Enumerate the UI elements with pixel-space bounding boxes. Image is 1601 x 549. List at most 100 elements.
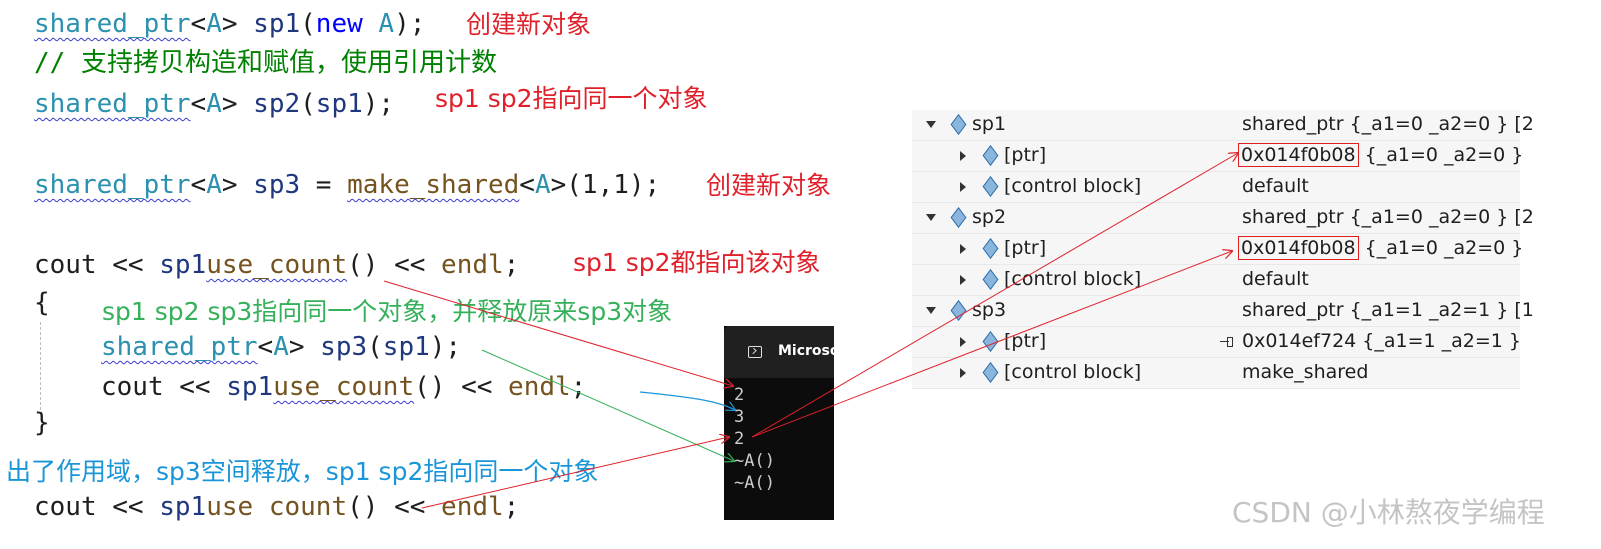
watch-name: [ptr] — [1004, 237, 1047, 259]
code-line-7: shared_ptr<A> sp3(sp1); — [101, 332, 461, 362]
fn-make-shared: make_shared — [347, 170, 520, 200]
watch-name: [control block] — [1004, 175, 1142, 197]
arrow-sp3-to-destructor — [481, 349, 734, 461]
watch-row-sp2[interactable]: sp2 shared_ptr {_a1=0 _a2=0 } [2 — [912, 203, 1534, 234]
type-shared-ptr: shared_ptr — [34, 170, 191, 200]
code-line-4: shared_ptr<A> sp3 = make_shared<A>(1,1); — [34, 170, 660, 200]
annotation-both-point: sp1 sp2都指向该对象 — [573, 248, 821, 277]
angle-close: > — [221, 9, 238, 39]
annotation-sp1-sp2-same: sp1 sp2指向同一个对象 — [435, 84, 708, 113]
watch-value: shared_ptr {_a1=0 _a2=0 } [2 — [1242, 206, 1534, 228]
template-arg: A — [206, 9, 222, 39]
watch-value: shared_ptr {_a1=1 _a2=1 } [1 — [1242, 299, 1534, 321]
stream-op: << — [163, 372, 227, 402]
var-sp1: sp1 — [226, 372, 274, 402]
fn-use-count: use_count — [206, 250, 348, 280]
watch-name: sp3 — [972, 299, 1007, 321]
watermark: CSDN @小林熬夜学编程 — [1232, 496, 1545, 529]
endl: endl — [508, 372, 571, 402]
watch-row-sp1[interactable]: sp1 shared_ptr {_a1=0 _a2=0 } [2 — [912, 110, 1534, 141]
var-sp1: sp1 — [159, 492, 207, 522]
expand-arrow-icon[interactable] — [960, 275, 966, 285]
console-output-line: 2 — [734, 385, 745, 405]
angle-open: < — [190, 89, 207, 119]
angle-open: < — [257, 332, 274, 362]
terminal-icon — [748, 346, 762, 358]
watch-value: shared_ptr {_a1=0 _a2=0 } [2 — [1242, 113, 1534, 135]
watch-value-rest: {_a1=0 _a2=0 } — [1358, 144, 1524, 166]
annotation-three-share: sp1 sp2 sp3指向同一个对象，并释放原来sp3对象 — [102, 297, 673, 326]
angle-open: < — [519, 170, 535, 200]
paren-close: ); — [429, 332, 462, 362]
collapse-arrow-icon[interactable] — [926, 214, 936, 221]
console-window: Microso 2 3 2 ~A() ~A() — [724, 326, 840, 520]
watch-row-sp1-ptr[interactable]: [ptr] 0x014f0b08 {_a1=0 _a2=0 } — [912, 141, 1524, 172]
fn-use-count: use count — [206, 492, 348, 522]
angle-close: > — [550, 170, 567, 200]
watch-value: make_shared — [1242, 361, 1369, 383]
angle-close: > — [221, 170, 238, 200]
endl: endl — [441, 250, 504, 280]
angle-close: > — [221, 89, 238, 119]
call-parens: () — [347, 250, 379, 280]
console-title: Microso — [778, 343, 840, 359]
var-sp1: sp1 — [315, 89, 363, 119]
watch-row-sp3-control-block[interactable]: [control block] make_shared — [912, 358, 1520, 389]
watch-name: [control block] — [1004, 268, 1142, 290]
code-line-1: shared_ptr<A> sp1(new A); — [34, 9, 425, 39]
close-brace: } — [34, 408, 50, 438]
watch-value: default — [1242, 268, 1309, 290]
stream-op: << — [96, 250, 160, 280]
watch-value: 0x014f0b08 {_a1=0 _a2=0 } — [1238, 236, 1524, 260]
field-icon — [982, 269, 999, 290]
open-brace: { — [34, 288, 50, 318]
code-line-3: shared_ptr<A> sp2(sp1); — [34, 89, 394, 119]
arrow-inner-count-to-output — [639, 391, 735, 410]
var-sp3: sp3 — [237, 170, 301, 200]
console-output-line: 3 — [734, 407, 745, 427]
angle-open: < — [190, 170, 207, 200]
expand-arrow-icon[interactable] — [960, 244, 966, 254]
highlighted-address: 0x014f0b08 — [1238, 143, 1359, 167]
watch-name: [ptr] — [1004, 330, 1047, 352]
semicolon: ; — [503, 492, 520, 522]
semicolon: ; — [570, 372, 587, 402]
cout: cout — [34, 492, 97, 522]
watch-row-sp1-control-block[interactable]: [control block] default — [912, 172, 1520, 203]
pin-icon[interactable] — [1220, 337, 1233, 347]
collapse-arrow-icon[interactable] — [926, 307, 936, 314]
annotation-scope-exit: 出了作用域，sp3空间释放，sp1 sp2指向同一个对象 — [6, 457, 599, 486]
watch-value: default — [1242, 175, 1309, 197]
console-titlebar[interactable]: Microso — [724, 326, 840, 378]
var-sp1: sp1 — [382, 332, 430, 362]
watch-row-sp3[interactable]: sp3 shared_ptr {_a1=1 _a2=1 } [1 — [912, 296, 1534, 327]
highlighted-address: 0x014f0b08 — [1238, 236, 1359, 260]
scope-guide-line — [40, 322, 41, 410]
watch-row-sp2-ptr[interactable]: [ptr] 0x014f0b08 {_a1=0 _a2=0 } — [912, 234, 1524, 265]
collapse-arrow-icon[interactable] — [926, 121, 936, 128]
watch-name: [control block] — [1004, 361, 1142, 383]
field-icon — [982, 362, 999, 383]
code-line-8: cout << sp1use_count() << endl; — [101, 372, 586, 402]
paren: ( — [300, 89, 316, 119]
expand-arrow-icon[interactable] — [960, 182, 966, 192]
call-parens: () — [347, 492, 379, 522]
watch-value-rest: {_a1=0 _a2=0 } — [1358, 237, 1524, 259]
watch-row-sp2-control-block[interactable]: [control block] default — [912, 265, 1520, 296]
code-comment-line: // 支持拷贝构造和赋值，使用引用计数 — [34, 48, 497, 78]
class-a: A — [362, 9, 395, 39]
watch-value: 0x014f0b08 {_a1=0 _a2=0 } — [1238, 143, 1524, 167]
fn-use-count: use_count — [273, 372, 415, 402]
call-parens: () — [414, 372, 446, 402]
code-line-10: cout << sp1use count() << endl; — [34, 492, 519, 522]
console-output-line: ~A() — [734, 451, 775, 471]
semicolon: ; — [503, 250, 520, 280]
stream-op: << — [378, 250, 442, 280]
template-arg: A — [273, 332, 289, 362]
watch-row-sp3-ptr[interactable]: [ptr] 0x014ef724 {_a1=1 _a2=1 } — [912, 327, 1521, 358]
cout: cout — [34, 250, 97, 280]
var-sp2: sp2 — [237, 89, 301, 119]
expand-arrow-icon[interactable] — [960, 337, 966, 347]
expand-arrow-icon[interactable] — [960, 368, 966, 378]
expand-arrow-icon[interactable] — [960, 151, 966, 161]
